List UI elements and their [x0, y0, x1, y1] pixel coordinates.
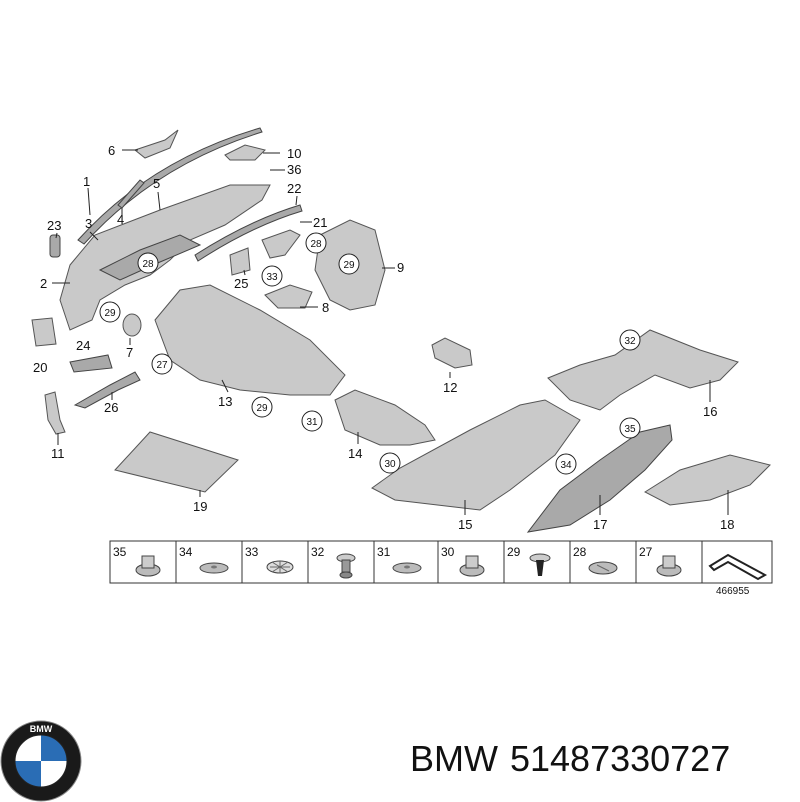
brand-part-number: BMW 51487330727 [410, 738, 742, 780]
callout-12: 12 [443, 380, 457, 395]
fastener-table: 35 34 33 32 31 30 29 28 27 466955 [109, 540, 773, 597]
table-label-31: 31 [377, 545, 391, 559]
circled-27: 27 [156, 360, 168, 371]
callout-22: 22 [287, 181, 301, 196]
part-24 [69, 354, 113, 373]
washer-31-icon [392, 562, 422, 574]
callout-36: 36 [287, 162, 301, 177]
part-16 [547, 329, 739, 411]
circled-29c: 29 [256, 403, 268, 414]
table-label-35: 35 [113, 545, 127, 559]
arrow-icon [708, 553, 768, 581]
table-label-27: 27 [639, 545, 653, 559]
part-25 [229, 247, 251, 276]
callout-16: 16 [703, 404, 717, 419]
brand-name: BMW [410, 738, 498, 779]
callout-15: 15 [458, 517, 472, 532]
callout-2: 2 [40, 276, 47, 291]
part-10 [224, 144, 266, 161]
callout-7: 7 [126, 345, 133, 360]
circled-references: 28 28 29 29 29 33 27 31 30 32 35 34 [99, 232, 641, 475]
part-11 [44, 391, 66, 435]
strip-4 [117, 179, 145, 209]
callout-11: 11 [51, 446, 65, 461]
part-17 [526, 424, 673, 533]
part-12 [431, 337, 473, 369]
circled-35: 35 [624, 424, 636, 435]
diagram-number: 466955 [716, 586, 750, 597]
star-clip-33-icon [266, 560, 294, 574]
circled-28b: 28 [310, 239, 322, 250]
callout-23: 23 [47, 218, 61, 233]
callout-13: 13 [218, 394, 232, 409]
part-21 [261, 229, 301, 259]
part-6 [133, 129, 179, 159]
callout-8: 8 [322, 300, 329, 315]
nut-27-icon [656, 555, 682, 577]
part-7 [122, 313, 142, 337]
circled-30: 30 [384, 459, 396, 470]
strip-22 [194, 204, 303, 262]
circled-28a: 28 [142, 259, 154, 270]
circled-32: 32 [624, 336, 636, 347]
circled-29a: 29 [104, 308, 116, 319]
washer-28-icon [588, 561, 618, 575]
callout-19: 19 [193, 499, 207, 514]
part-15 [371, 399, 581, 511]
washer-34-icon [199, 562, 229, 574]
callout-21: 21 [313, 215, 327, 230]
circled-33: 33 [266, 272, 278, 283]
part-26 [73, 371, 141, 409]
circled-34: 34 [560, 460, 572, 471]
callout-9: 9 [397, 260, 404, 275]
circled-31: 31 [306, 417, 318, 428]
callout-1: 1 [83, 174, 90, 189]
part-23 [49, 234, 61, 258]
callout-26: 26 [104, 400, 118, 415]
table-label-30: 30 [441, 545, 455, 559]
bmw-logo: BMW [0, 720, 82, 802]
part-number: 51487330727 [509, 738, 731, 779]
parts-drawing [31, 127, 771, 533]
callout-6: 6 [108, 143, 115, 158]
callout-14: 14 [348, 446, 362, 461]
leader-lines [52, 149, 729, 515]
part-20 [31, 317, 57, 347]
table-label-32: 32 [311, 545, 325, 559]
nut-35-icon [135, 555, 161, 577]
callout-18: 18 [720, 517, 734, 532]
table-label-34: 34 [179, 545, 193, 559]
table-label-28: 28 [573, 545, 587, 559]
callout-24: 24 [76, 338, 90, 353]
callout-4: 4 [117, 212, 124, 227]
callout-20: 20 [33, 360, 47, 375]
part-8 [264, 284, 313, 309]
tunnel-13 [154, 284, 346, 396]
callout-numbers: 6 10 36 1 5 22 4 23 3 21 2 25 9 8 20 24 … [33, 143, 734, 532]
push-rivet-29-icon [529, 553, 551, 576]
part-14 [334, 389, 436, 446]
table-label-29: 29 [507, 545, 521, 559]
nut-30-icon [459, 555, 485, 577]
callout-5: 5 [153, 176, 160, 191]
clip-32-icon [336, 553, 356, 579]
table-label-33: 33 [245, 545, 259, 559]
callout-3: 3 [85, 216, 92, 231]
part-19 [114, 431, 239, 493]
svg-text:BMW: BMW [30, 724, 53, 734]
circled-29b: 29 [343, 260, 355, 271]
callout-10: 10 [287, 146, 301, 161]
callout-17: 17 [593, 517, 607, 532]
callout-25: 25 [234, 276, 248, 291]
part-18 [643, 454, 771, 506]
